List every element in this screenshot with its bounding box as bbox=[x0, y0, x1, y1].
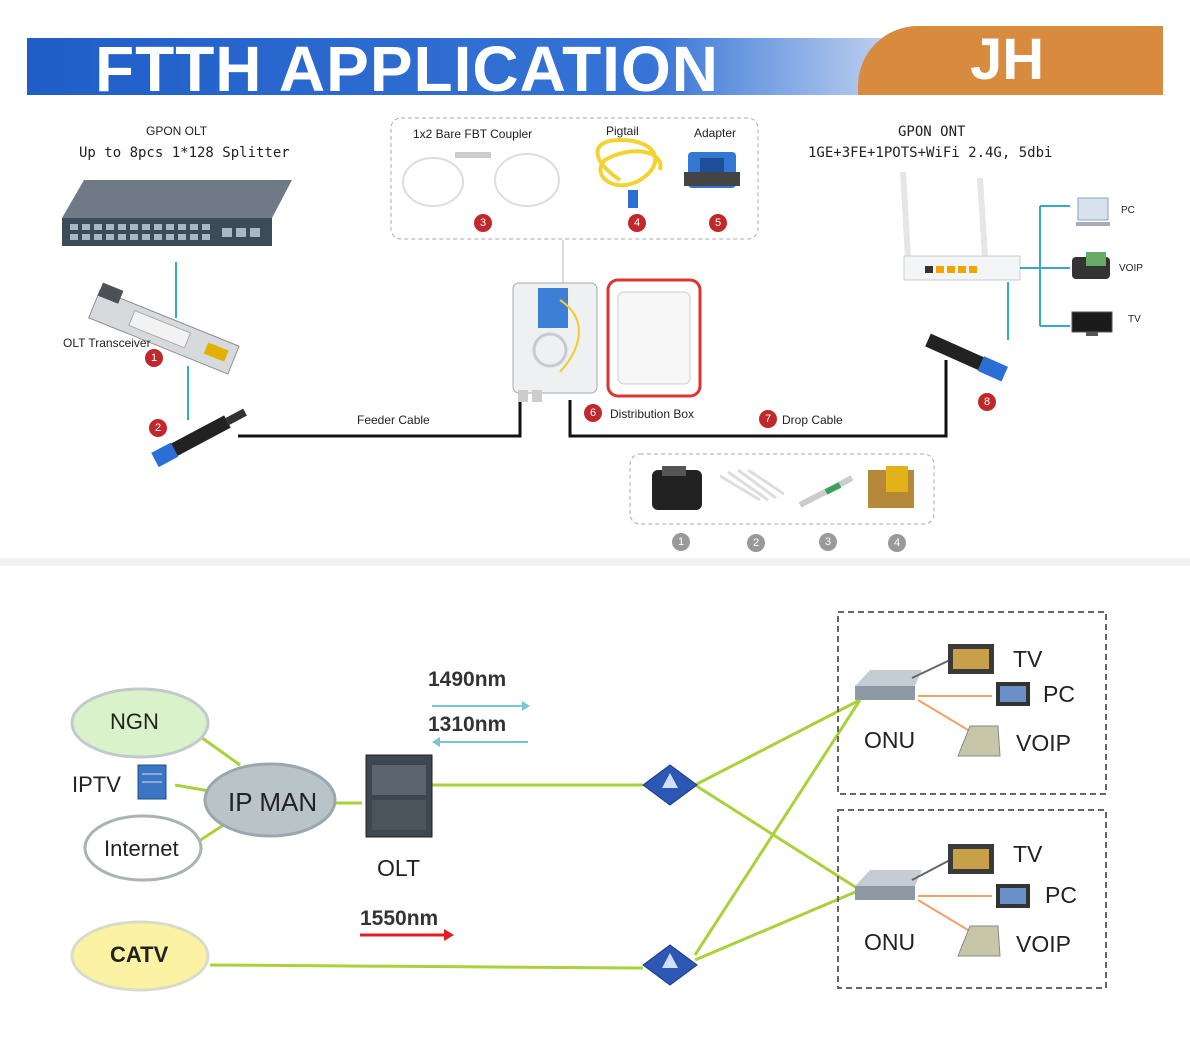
tv-label: TV bbox=[1128, 314, 1141, 325]
ont-subtitle-label: 1GE+3FE+1POTS+WiFi 2.4G, 5dbi bbox=[808, 145, 1053, 161]
voip-2-icon bbox=[957, 925, 1001, 957]
arrow-1550-icon bbox=[360, 929, 454, 941]
fbt-coupler-icon bbox=[402, 152, 560, 207]
arrow-1490-icon bbox=[432, 701, 530, 711]
marker-2: 2 bbox=[149, 419, 167, 437]
drop-cable-label: Drop Cable bbox=[782, 413, 843, 427]
internet-label: Internet bbox=[104, 836, 179, 861]
brand-tab bbox=[858, 26, 1163, 95]
onu-2-label: ONU bbox=[864, 929, 916, 955]
marker-1: 1 bbox=[145, 349, 163, 367]
onu-1-icon bbox=[855, 670, 922, 700]
tools-box bbox=[629, 453, 935, 525]
marker-5: 5 bbox=[709, 214, 727, 232]
voip-2-label: VOIP bbox=[1016, 931, 1071, 957]
pc-2-icon bbox=[996, 884, 1030, 908]
tool-marker-1: 1 bbox=[672, 533, 690, 551]
iptv-label: IPTV bbox=[72, 772, 121, 797]
tv-1-label: TV bbox=[1013, 646, 1043, 672]
ngn-cloud-icon bbox=[70, 687, 210, 759]
marker-8: 8 bbox=[978, 393, 996, 411]
ip-man-cloud-icon bbox=[203, 762, 337, 838]
cleaning-sticks-icon bbox=[719, 468, 785, 502]
pc-label: PC bbox=[1121, 205, 1135, 216]
adapter-label: Adapter bbox=[694, 126, 737, 140]
olt-subtitle-label: Up to 8pcs 1*128 Splitter bbox=[79, 145, 290, 161]
onu-1-label: ONU bbox=[864, 727, 916, 753]
marker-4: 4 bbox=[628, 214, 646, 232]
tool-marker-2: 2 bbox=[747, 534, 765, 552]
sc-connector-right-icon bbox=[925, 333, 1008, 382]
wavelength-1490-label: 1490nm bbox=[428, 668, 507, 691]
page-title: FTTH APPLICATION bbox=[95, 33, 719, 105]
distribution-box-icon bbox=[512, 278, 702, 402]
olt-transceiver-label: OLT Transceiver bbox=[63, 336, 151, 350]
voip-1-label: VOIP bbox=[1016, 730, 1071, 756]
ip-man-label: IP MAN bbox=[228, 787, 318, 817]
tv-2-label: TV bbox=[1013, 841, 1043, 867]
brand-logo-text: JH bbox=[970, 27, 1045, 92]
olt-label: OLT bbox=[377, 855, 421, 881]
arrow-1310-icon bbox=[432, 737, 528, 747]
iptv-server-icon bbox=[137, 764, 167, 800]
onu-group-1-box bbox=[837, 611, 1107, 795]
tool-kit-icon bbox=[868, 466, 914, 508]
pigtail-icon bbox=[595, 137, 663, 208]
voip-1-icon bbox=[957, 725, 1001, 757]
pigtail-label: Pigtail bbox=[606, 124, 639, 138]
marker-7: 7 bbox=[759, 410, 777, 428]
section-divider bbox=[0, 558, 1190, 566]
wavelength-1550-label: 1550nm bbox=[360, 907, 439, 930]
voip-label: VOIP bbox=[1119, 263, 1143, 274]
splitter-2-icon bbox=[642, 944, 698, 986]
catv-cloud-icon bbox=[70, 920, 210, 992]
cleaning-pen-icon bbox=[798, 475, 854, 508]
feeder-cable-label: Feeder Cable bbox=[357, 413, 430, 427]
pc-1-icon bbox=[996, 682, 1030, 706]
tv-1-icon bbox=[948, 644, 994, 674]
olt-transceiver-icon bbox=[88, 282, 240, 375]
ngn-label: NGN bbox=[110, 709, 159, 734]
adapter-icon bbox=[684, 152, 740, 188]
fusion-splicer-icon bbox=[652, 466, 702, 510]
tool-marker-4: 4 bbox=[888, 534, 906, 552]
ont-title-label: GPON ONT bbox=[898, 124, 966, 140]
olt-rack-icon bbox=[365, 754, 433, 838]
tv-icon bbox=[1071, 311, 1113, 336]
sc-fast-connector-icon bbox=[151, 408, 247, 468]
ftth-top-diagram bbox=[62, 117, 1113, 525]
pc-1-label: PC bbox=[1043, 681, 1075, 707]
catv-label: CATV bbox=[110, 942, 169, 967]
voip-phone-icon bbox=[1072, 252, 1110, 279]
pc-icon bbox=[1076, 197, 1110, 226]
distribution-box-label: Distribution Box bbox=[610, 407, 695, 421]
onu-group-2-box bbox=[837, 809, 1107, 989]
pc-2-label: PC bbox=[1045, 882, 1077, 908]
internet-cloud-icon bbox=[83, 814, 203, 882]
splitter-1-icon bbox=[642, 764, 698, 806]
marker-3: 3 bbox=[474, 214, 492, 232]
gpon-ont-icon bbox=[900, 171, 1021, 281]
marker-6: 6 bbox=[584, 404, 602, 422]
onu-2-icon bbox=[855, 870, 922, 900]
pon-network-diagram bbox=[70, 611, 1107, 992]
coupler-label: 1x2 Bare FBT Coupler bbox=[413, 127, 533, 141]
wavelength-1310-label: 1310nm bbox=[428, 713, 507, 736]
tool-marker-3: 3 bbox=[819, 533, 837, 551]
gpon-olt-icon bbox=[62, 180, 292, 246]
olt-title-label: GPON OLT bbox=[146, 124, 208, 138]
tv-2-icon bbox=[948, 844, 994, 874]
components-box bbox=[390, 117, 759, 240]
